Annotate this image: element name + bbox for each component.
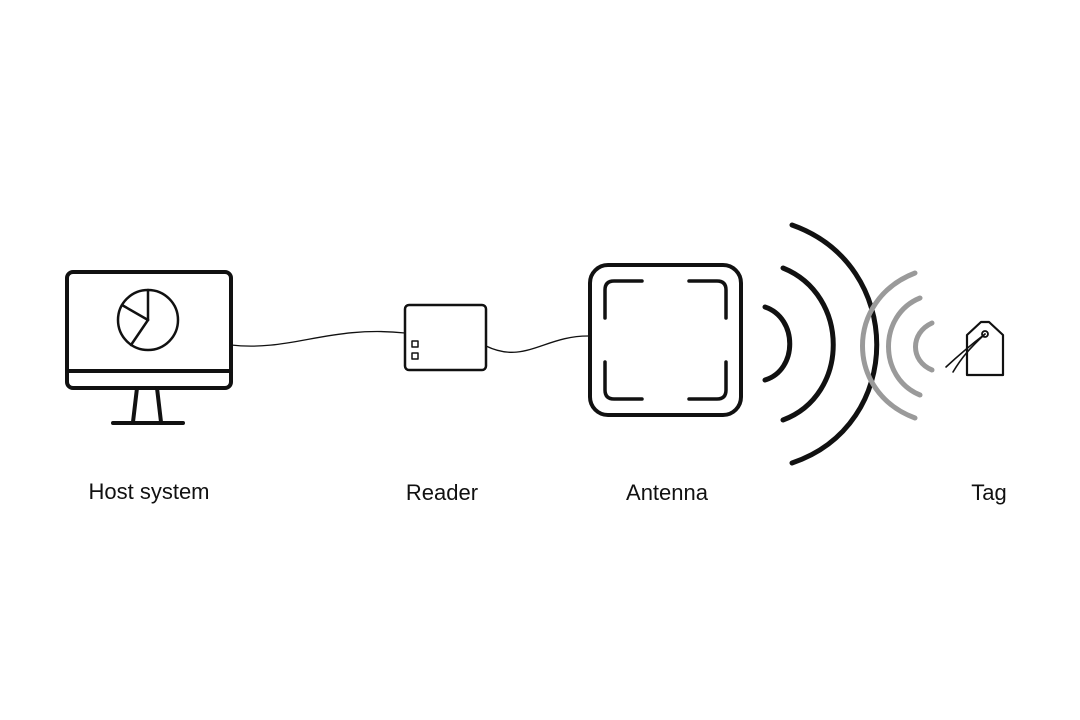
- reader-led-bottom: [411, 352, 419, 360]
- monitor-stand-left: [131, 386, 139, 424]
- reader-body: [403, 303, 488, 372]
- antenna-square-icon: [588, 263, 743, 417]
- reader-label: Reader: [406, 480, 478, 505]
- returning-wave-medium: [886, 295, 923, 398]
- rfid-tag-icon: [945, 320, 1005, 377]
- outgoing-wave-medium: [780, 265, 836, 423]
- antenna-corner-bottom-right: [687, 360, 728, 401]
- backscatter-waves-icon: [860, 270, 935, 421]
- cable-reader-to-antenna: [485, 335, 591, 353]
- antenna-corner-top-left: [603, 279, 644, 320]
- antenna-label: Antenna: [626, 480, 709, 505]
- returning-wave-small: [913, 320, 935, 373]
- monitor-frame: [65, 270, 233, 390]
- tag-label: Tag: [971, 480, 1006, 505]
- host-system-label: Host system: [88, 479, 209, 504]
- desktop-monitor-pie-chart-icon: [65, 270, 233, 425]
- pie-chart-icon: [116, 288, 180, 352]
- antenna-corner-top-right: [687, 279, 728, 320]
- reader-box-icon: [403, 303, 488, 372]
- cable-host-to-reader: [230, 330, 406, 347]
- returning-wave-large: [860, 270, 918, 421]
- tag-string-2: [952, 333, 986, 373]
- tag-body: [965, 320, 1005, 377]
- outgoing-wave-small: [762, 304, 793, 383]
- outgoing-wave-large: [789, 222, 880, 466]
- tag-hole: [981, 330, 989, 338]
- radio-waves-icon: [762, 222, 880, 466]
- monitor-stand-right: [155, 386, 163, 424]
- antenna-corner-bottom-left: [603, 360, 644, 401]
- reader-led-top: [411, 340, 419, 348]
- antenna-frame: [588, 263, 743, 417]
